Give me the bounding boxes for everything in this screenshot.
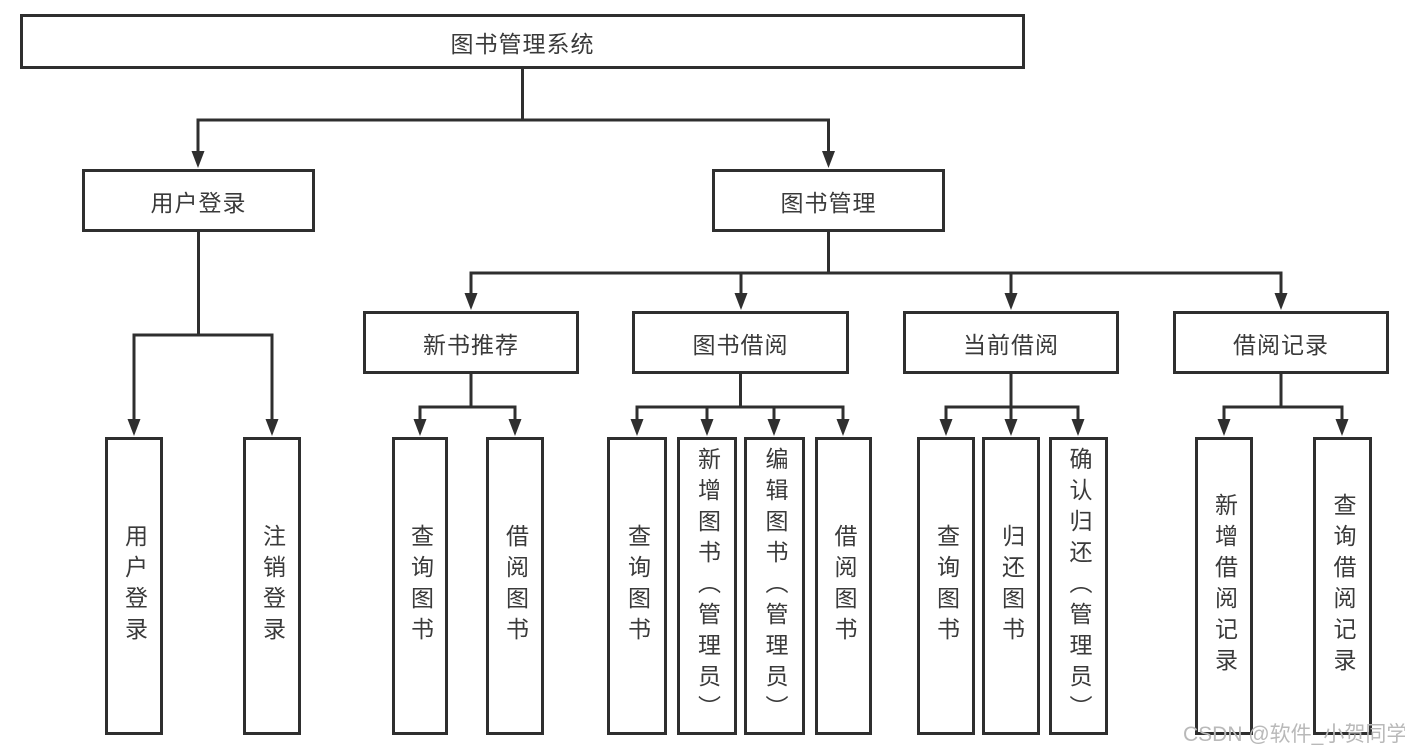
node-label: 图书管理	[780, 189, 877, 216]
node-label: 编辑图书（管理员）	[762, 446, 788, 726]
leaf-query-books-recommend: 查询图书	[392, 437, 448, 735]
leaf-confirm-return-admin: 确认归还（管理员）	[1049, 437, 1108, 735]
node-book-management: 图书管理	[712, 169, 945, 232]
leaf-add-book-admin: 新增图书（管理员）	[677, 437, 737, 735]
leaf-add-borrow-record: 新增借阅记录	[1195, 437, 1253, 735]
node-label: 图书管理系统	[450, 30, 595, 57]
node-borrowing-records: 借阅记录	[1173, 311, 1389, 374]
leaf-borrow-books: 借阅图书	[815, 437, 872, 735]
node-user-login: 用户登录	[82, 169, 315, 232]
node-label: 注销登录	[259, 524, 286, 648]
node-current-borrowing: 当前借阅	[903, 311, 1119, 374]
node-label: 确认归还（管理员）	[1066, 446, 1092, 726]
leaf-user-login: 用户登录	[105, 437, 163, 735]
leaf-query-books-borrowing: 查询图书	[607, 437, 667, 735]
node-label: 查询图书	[407, 524, 434, 648]
leaf-logout: 注销登录	[243, 437, 301, 735]
node-label: 新增图书（管理员）	[694, 446, 721, 726]
node-label: 图书借阅	[692, 331, 789, 358]
node-label: 查询图书	[933, 524, 960, 648]
node-label: 查询借阅记录	[1330, 493, 1356, 679]
node-label: 借阅图书	[831, 524, 857, 648]
node-label: 查询图书	[624, 524, 651, 648]
node-label: 用户登录	[150, 189, 247, 216]
csdn-watermark: CSDN @软件_小贺同学	[1183, 723, 1405, 746]
node-label: 借阅记录	[1233, 331, 1329, 358]
node-label: 新书推荐	[423, 331, 519, 358]
leaf-return-books: 归还图书	[982, 437, 1040, 735]
node-label: 当前借阅	[963, 331, 1059, 358]
node-system-root: 图书管理系统	[20, 14, 1025, 69]
leaf-edit-book-admin: 编辑图书（管理员）	[744, 437, 805, 735]
leaf-query-books-current: 查询图书	[917, 437, 975, 735]
node-label: 借阅图书	[502, 524, 529, 648]
leaf-borrow-books-recommend: 借阅图书	[486, 437, 544, 735]
node-label: 归还图书	[998, 524, 1025, 648]
node-label: 用户登录	[121, 524, 148, 648]
node-new-book-recommend: 新书推荐	[363, 311, 579, 374]
leaf-query-borrow-record: 查询借阅记录	[1313, 437, 1372, 735]
node-book-borrowing: 图书借阅	[632, 311, 849, 374]
node-label: 新增借阅记录	[1211, 493, 1238, 679]
